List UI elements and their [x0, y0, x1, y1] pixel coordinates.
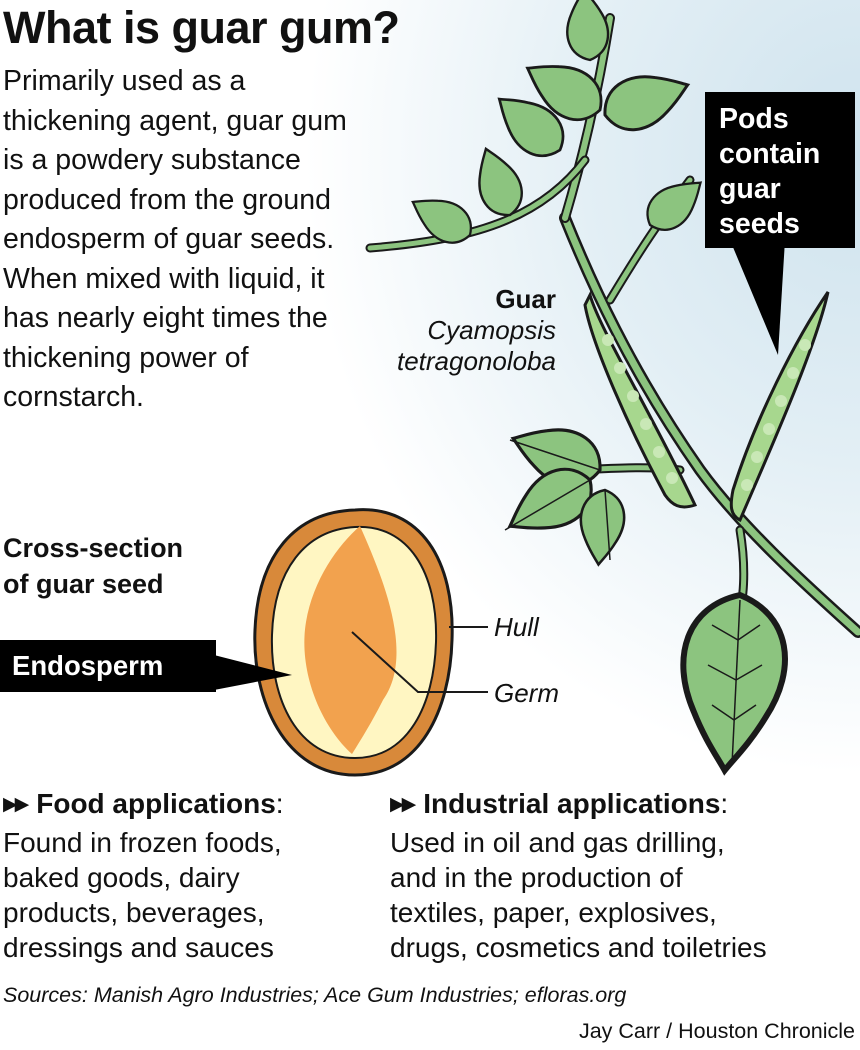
intro-paragraph: Primarily used as a thickening agent, gu… — [3, 65, 347, 413]
pod-seeds — [602, 334, 811, 491]
food-applications-line: baked goods, dairy — [3, 862, 240, 893]
industrial-applications-line: drugs, cosmetics and toiletries — [390, 932, 767, 963]
plant-scientific-name: tetragonoloba — [396, 346, 556, 376]
food-applications-heading: Food applications — [36, 788, 276, 819]
pods-callout-line: contain — [719, 138, 821, 170]
industrial-applications: ▶▶Industrial applications: Used in oil a… — [390, 786, 860, 965]
cross-section-title: Cross-section of guar seed — [3, 530, 263, 602]
seed-cross-section — [253, 508, 454, 777]
sources-note: Sources: Manish Agro Industries; Ace Gum… — [3, 983, 627, 1007]
food-applications-line: dressings and sauces — [3, 932, 274, 963]
double-right-arrow-icon: ▶▶ — [390, 794, 416, 815]
industrial-applications-line: textiles, paper, explosives, — [390, 897, 717, 928]
pods-callout-line: seeds — [719, 208, 800, 240]
germ-label: Germ — [494, 678, 559, 708]
seed-leader-lines — [351, 626, 488, 693]
plant-name-label: Guar Cyamopsis tetragonoloba — [360, 283, 556, 377]
food-applications-line: Found in frozen foods, — [3, 827, 282, 858]
pods-callout-pointer — [730, 240, 785, 355]
industrial-applications-heading: Industrial applications — [423, 788, 721, 819]
double-right-arrow-icon: ▶▶ — [3, 794, 29, 815]
endosperm-callout: Endosperm — [0, 640, 216, 692]
food-applications-line: products, beverages, — [3, 897, 265, 928]
seed-germ — [304, 526, 397, 754]
industrial-applications-line: Used in oil and gas drilling, — [390, 827, 725, 858]
plant-scientific-name: Cyamopsis — [427, 315, 556, 345]
endosperm-callout-pointer — [214, 655, 292, 690]
plant-common-name: Guar — [495, 284, 556, 314]
leaf-veins — [504, 439, 763, 766]
pods-callout-line: guar — [719, 173, 781, 205]
cross-section-title-line: Cross-section — [3, 533, 184, 563]
hull-label: Hull — [494, 612, 539, 642]
pods-callout-line: Pods — [719, 103, 789, 135]
page-title: What is guar gum? — [3, 2, 400, 53]
pods-callout: Pods contain guar seeds — [705, 92, 855, 248]
credit-line: Jay Carr / Houston Chronicle — [578, 1019, 855, 1043]
food-applications: ▶▶Food applications: Found in frozen foo… — [3, 786, 373, 965]
industrial-applications-line: and in the production of — [390, 862, 683, 893]
cross-section-title-line: of guar seed — [3, 569, 164, 599]
